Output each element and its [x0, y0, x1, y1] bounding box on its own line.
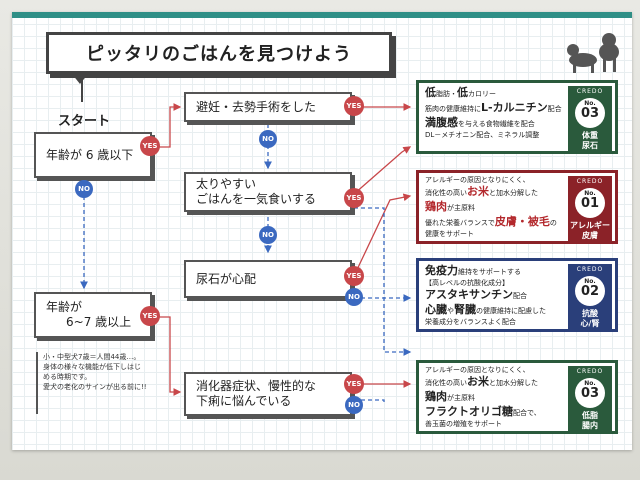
no-badge: NO [345, 396, 363, 414]
food-card-weight[interactable]: 低脂肪・低カロリー 筋肉の健康維持にL-カルニチン配合 満腹感を与える食物繊維を… [416, 80, 618, 154]
product-tag: CREDO No.02 抗酸心/腎 [568, 264, 612, 332]
start-label: スタート [58, 114, 111, 129]
question-text: 尿石が心配 [196, 271, 257, 286]
flow-arrows [80, 72, 412, 402]
food-card-digestive[interactable]: アレルギーの原因となりにくく、 消化性の高いお米と加水分解した 鶏肉が主原料 フ… [416, 360, 618, 434]
question-urinary-stones[interactable]: 尿石が心配 [184, 260, 352, 298]
senior-note: 小・中型犬7歳＝人間44歳…。 身体の様々な機能が低下しはじ める時期です。 愛… [36, 352, 173, 414]
question-spay-neuter[interactable]: 避妊・去勢手術をした [184, 92, 352, 122]
product-tag: CREDO No.03 体重尿石 [568, 86, 612, 154]
no-badge: NO [259, 130, 277, 148]
flowchart-poster: ピッタリのごはんを見つけよう スタート 年齢が 6 歳以下 YES NO 避妊・… [12, 12, 632, 450]
question-text: 6~7 歳以上 [66, 315, 132, 329]
yes-badge: YES [344, 96, 364, 116]
title-pointer [72, 74, 88, 84]
question-gains-weight[interactable]: 太りやすい ごはんを一気食いする [184, 172, 352, 212]
question-text: 消化器症状、慢性的な [196, 379, 317, 393]
yes-badge: YES [344, 266, 364, 286]
food-card-allergy[interactable]: アレルギーの原因となりにくく、 消化性の高いお米と加水分解した 鶏肉が主原料 優… [416, 170, 618, 244]
dogs-silhouette-icon [567, 33, 619, 73]
question-age-six-seven-plus[interactable]: 年齢が 6~7 歳以上 [34, 292, 152, 338]
question-age-six-or-under[interactable]: 年齢が 6 歳以下 [34, 132, 152, 178]
question-digestive-issues[interactable]: 消化器症状、慢性的な 下痢に悩んでいる [184, 372, 352, 416]
poster-top-band [12, 12, 632, 18]
yes-badge: YES [344, 188, 364, 208]
poster-title: ピッタリのごはんを見つけよう [46, 32, 392, 74]
product-tag: CREDO No.03 低脂腸内 [568, 366, 612, 434]
no-badge: NO [259, 226, 277, 244]
question-text: 避妊・去勢手術をした [196, 99, 317, 114]
question-text: 年齢が 6 歳以下 [46, 147, 134, 162]
no-badge: NO [75, 180, 93, 198]
question-text: 下痢に悩んでいる [196, 394, 292, 408]
question-text: 太りやすい [196, 177, 257, 191]
yes-badge: YES [344, 374, 364, 394]
yes-badge: YES [140, 306, 160, 326]
question-text: ごはんを一気食いする [196, 192, 317, 206]
yes-badge: YES [140, 136, 160, 156]
food-card-antioxidant[interactable]: 免疫力維持をサポートする 【高レベルの抗酸化成分】 アスタキサンチン配合 心臓や… [416, 258, 618, 332]
no-badge: NO [345, 288, 363, 306]
question-text: 年齢が [46, 300, 83, 314]
product-tag: CREDO No.01 アレルギー皮膚 [568, 176, 612, 244]
